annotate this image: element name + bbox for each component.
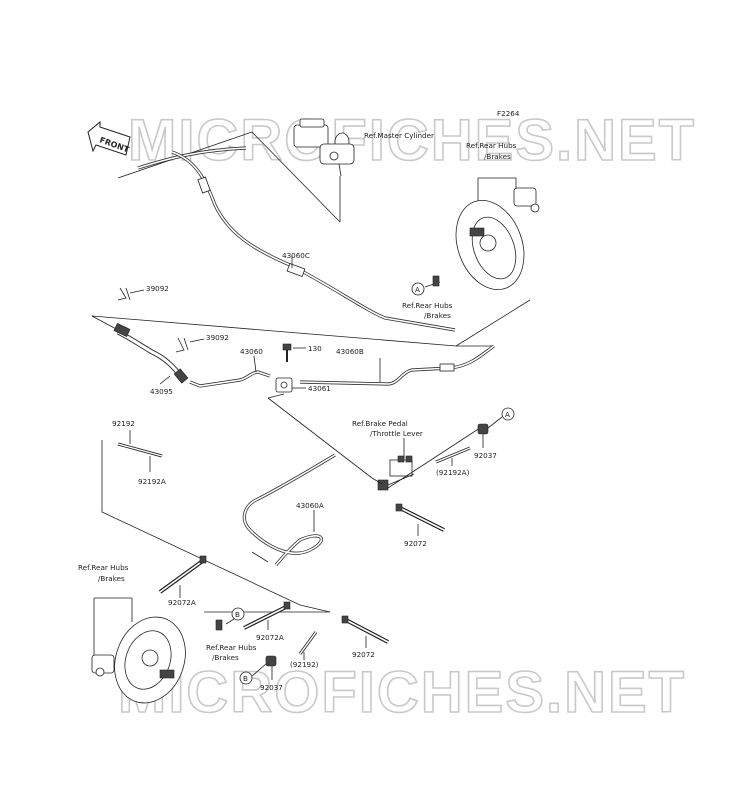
marker-a-top bbox=[411, 282, 425, 296]
ref-rear-hubs-top-line2: /Brakes bbox=[484, 152, 511, 161]
part-43060c: 43060C bbox=[282, 251, 310, 260]
part-92072-right: 92072 bbox=[404, 539, 427, 548]
diagram-code: F2264 bbox=[497, 109, 520, 118]
part-92192a-right: (92192A) bbox=[436, 468, 470, 477]
clamp-92037-bottom bbox=[265, 655, 277, 667]
part-92072a-2: 92072A bbox=[256, 633, 284, 642]
pedal-bracket bbox=[377, 455, 413, 491]
part-92037-bottom: 92037 bbox=[260, 683, 283, 692]
ref-rear-hubs-bottom-line1: Ref.Rear Hubs bbox=[206, 643, 257, 652]
cable-tie-92072-bottom bbox=[341, 615, 389, 644]
ref-rear-hubs-mid-line2: /Brakes bbox=[424, 311, 451, 320]
bolt-130 bbox=[282, 343, 292, 362]
marker-a-right-label: A bbox=[505, 410, 510, 419]
part-92192-paren: (92192) bbox=[290, 660, 319, 669]
part-130: 130 bbox=[308, 344, 322, 353]
marker-b-top bbox=[231, 607, 245, 621]
ref-brake-pedal-line2: /Throttle Lever bbox=[370, 429, 423, 438]
part-92192: 92192 bbox=[112, 419, 135, 428]
part-43060: 43060 bbox=[240, 347, 263, 356]
marker-b-bottom bbox=[239, 671, 253, 685]
cable-tie-92072-right bbox=[395, 503, 445, 532]
part-92037-right: 92037 bbox=[474, 451, 497, 460]
watermark-top: MICROFICHES.NET bbox=[128, 108, 696, 173]
part-92192a-left: 92192A bbox=[138, 477, 166, 486]
brake-joint bbox=[275, 377, 293, 393]
ref-rear-hubs-left-line1: Ref.Rear Hubs bbox=[78, 563, 129, 572]
brake-backing-plate-bottom bbox=[91, 616, 186, 704]
master-cylinder bbox=[293, 118, 355, 177]
part-39092-b: 39092 bbox=[206, 333, 229, 342]
part-43095: 43095 bbox=[150, 387, 173, 396]
brake-backing-plate-top bbox=[455, 187, 540, 290]
watermark-bottom: MICROFICHES.NET bbox=[118, 660, 686, 725]
marker-a-top-label: A bbox=[415, 285, 420, 294]
part-39092-a: 39092 bbox=[146, 284, 169, 293]
part-43061: 43061 bbox=[308, 384, 331, 393]
marker-b-bottom-label: B bbox=[243, 674, 248, 683]
ref-rear-hubs-mid-line1: Ref.Rear Hubs bbox=[402, 301, 453, 310]
marker-a-right bbox=[501, 407, 515, 421]
front-arrow-icon: FRONT bbox=[87, 120, 131, 156]
part-43060b: 43060B bbox=[336, 347, 364, 356]
ref-rear-hubs-top-line1: Ref.Rear Hubs bbox=[466, 141, 517, 150]
cable-tie-92072a-2 bbox=[243, 601, 291, 630]
marker-b-top-label: B bbox=[235, 610, 240, 619]
cable-tie-92072a-1 bbox=[158, 555, 207, 594]
brake-hose bbox=[113, 323, 189, 384]
ref-rear-hubs-bottom-line2: /Brakes bbox=[212, 653, 239, 662]
ref-rear-hubs-left-line2: /Brakes bbox=[98, 574, 125, 583]
part-92072a-1: 92072A bbox=[168, 598, 196, 607]
clamp-92037-right bbox=[477, 423, 489, 435]
part-92072-bottom: 92072 bbox=[352, 650, 375, 659]
ref-master-cylinder-label: Ref.Master Cylinder bbox=[364, 131, 434, 140]
part-43060a: 43060A bbox=[296, 501, 324, 510]
ref-brake-pedal-line1: Ref.Brake Pedal bbox=[352, 419, 408, 428]
